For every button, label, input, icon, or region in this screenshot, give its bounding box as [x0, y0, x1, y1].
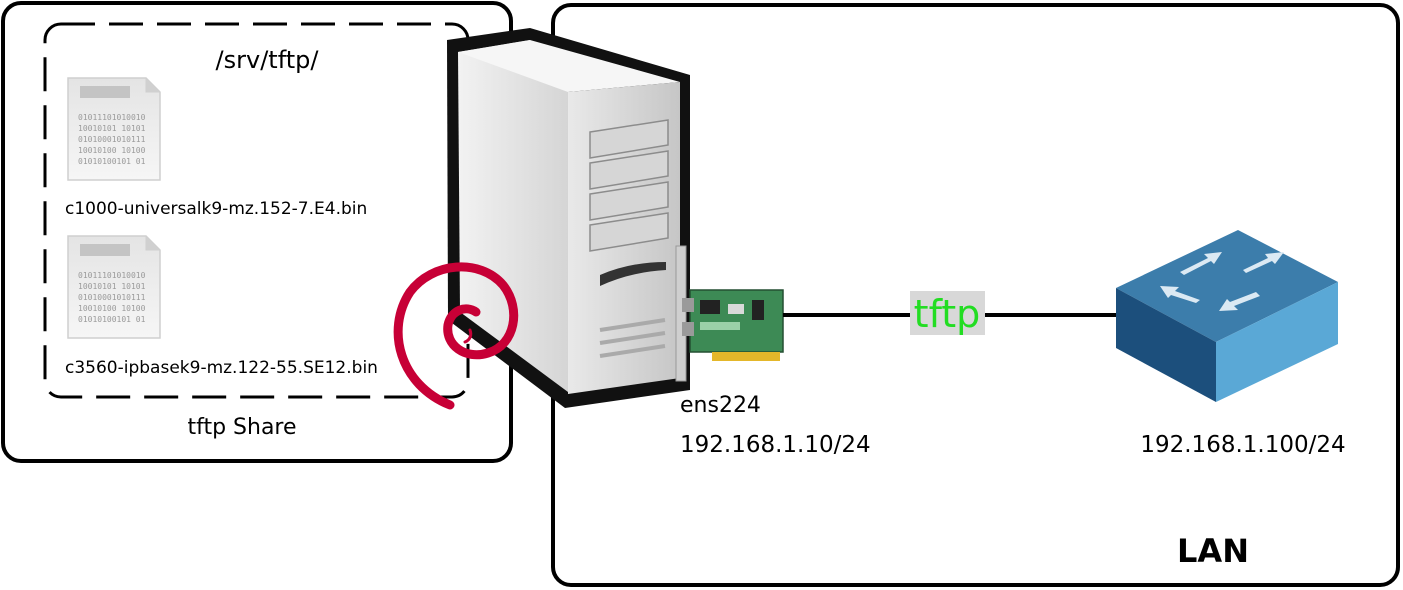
file-name-2: c3560-ipbasek9-mz.122-55.SE12.bin: [65, 358, 378, 378]
svg-text:01011101010010: 01011101010010: [78, 113, 146, 122]
share-path-label: /srv/tftp/: [216, 46, 320, 74]
server-ip-label: 192.168.1.10/24: [680, 432, 871, 458]
svg-text:01010100101 01: 01010100101 01: [78, 157, 146, 166]
protocol-label-bg: [910, 291, 985, 335]
network-card-icon: [675, 245, 784, 382]
svg-text:01010001010111: 01010001010111: [78, 135, 146, 144]
file-name-1: c1000-universalk9-mz.152-7.E4.bin: [65, 199, 367, 219]
protocol-label: tftp: [914, 292, 981, 336]
svg-text:10010101 10101: 10010101 10101: [78, 282, 146, 291]
svg-text:01011101010010: 01011101010010: [78, 271, 146, 280]
binary-file-icon: 01011101010010 10010101 10101 0101000101…: [67, 235, 161, 339]
svg-text:10010101 10101: 10010101 10101: [78, 124, 146, 133]
lan-label: LAN: [1177, 532, 1249, 570]
share-caption: tftp Share: [187, 415, 296, 440]
svg-text:01010100101 01: 01010100101 01: [78, 315, 146, 324]
debian-swirl-logo: [393, 262, 519, 410]
svg-text:10010100 10100: 10010100 10100: [78, 146, 146, 155]
network-switch-icon: [1116, 230, 1338, 402]
tower-server-icon: [447, 28, 690, 408]
svg-text:10010100 10100: 10010100 10100: [78, 304, 146, 313]
server-interface-label: ens224: [680, 393, 761, 418]
binary-file-icon: 01011101010010 10010101 10101 0101000101…: [67, 77, 161, 181]
svg-text:01010001010111: 01010001010111: [78, 293, 146, 302]
switch-ip-label: 192.168.1.100/24: [1140, 432, 1345, 458]
